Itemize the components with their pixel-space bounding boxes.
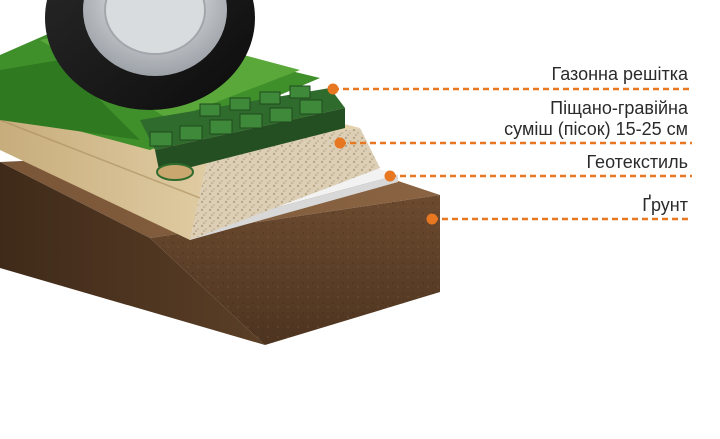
- label-geotextile: Геотекстиль: [586, 152, 688, 172]
- leader-lines: [327, 83, 692, 225]
- label-soil: Ґрунт: [642, 195, 688, 215]
- leader-sand-gravel-dot: [334, 137, 346, 149]
- leader-geotextile-dot: [384, 170, 396, 182]
- lawn-grid-icon: [140, 85, 345, 181]
- label-lawn-grid: Газонна решітка: [551, 64, 689, 84]
- tire-wheel-icon: [45, 0, 255, 110]
- label-sand-gravel-mix: Піщано-гравійна суміш (пісок) 15-25 см: [504, 98, 688, 140]
- label-sand-gravel-line-1: Піщано-гравійна: [550, 98, 688, 118]
- leader-soil-dot: [426, 213, 438, 225]
- label-sand-gravel-line-2: суміш (пісок) 15-25 см: [504, 119, 688, 139]
- leader-lawn-grid-dot: [327, 83, 339, 95]
